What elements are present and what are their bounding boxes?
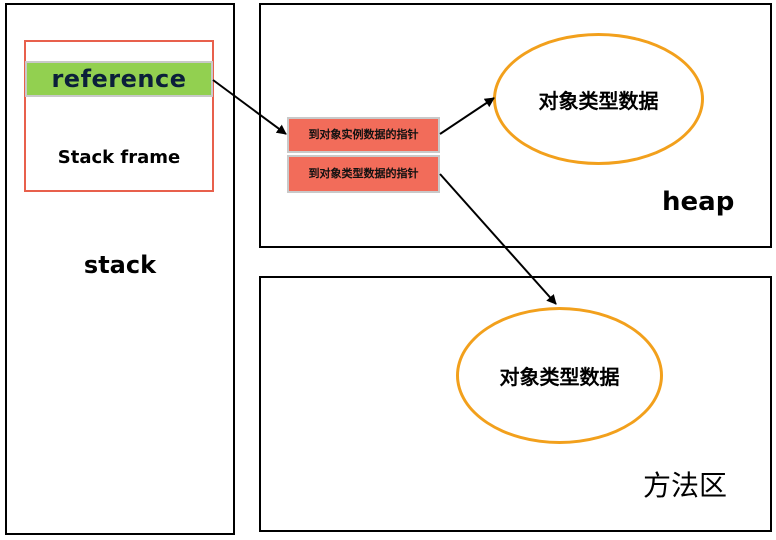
type-data-pointer: 到对象类型数据的指针 (287, 155, 440, 193)
stack-frame-label: Stack frame (57, 147, 181, 168)
heap-object-label: 对象类型数据 (538, 88, 659, 113)
method-area-label: 方法区 (643, 469, 728, 502)
reference-cell: reference (25, 61, 213, 97)
instance-data-pointer: 到对象实例数据的指针 (287, 117, 440, 153)
heap-label: heap (662, 187, 735, 217)
stack-label: stack (83, 251, 157, 279)
method-area-object-ellipse: 对象类型数据 (456, 307, 663, 444)
heap-object-ellipse: 对象类型数据 (493, 33, 704, 165)
method-area-object-label: 对象类型数据 (499, 365, 620, 389)
